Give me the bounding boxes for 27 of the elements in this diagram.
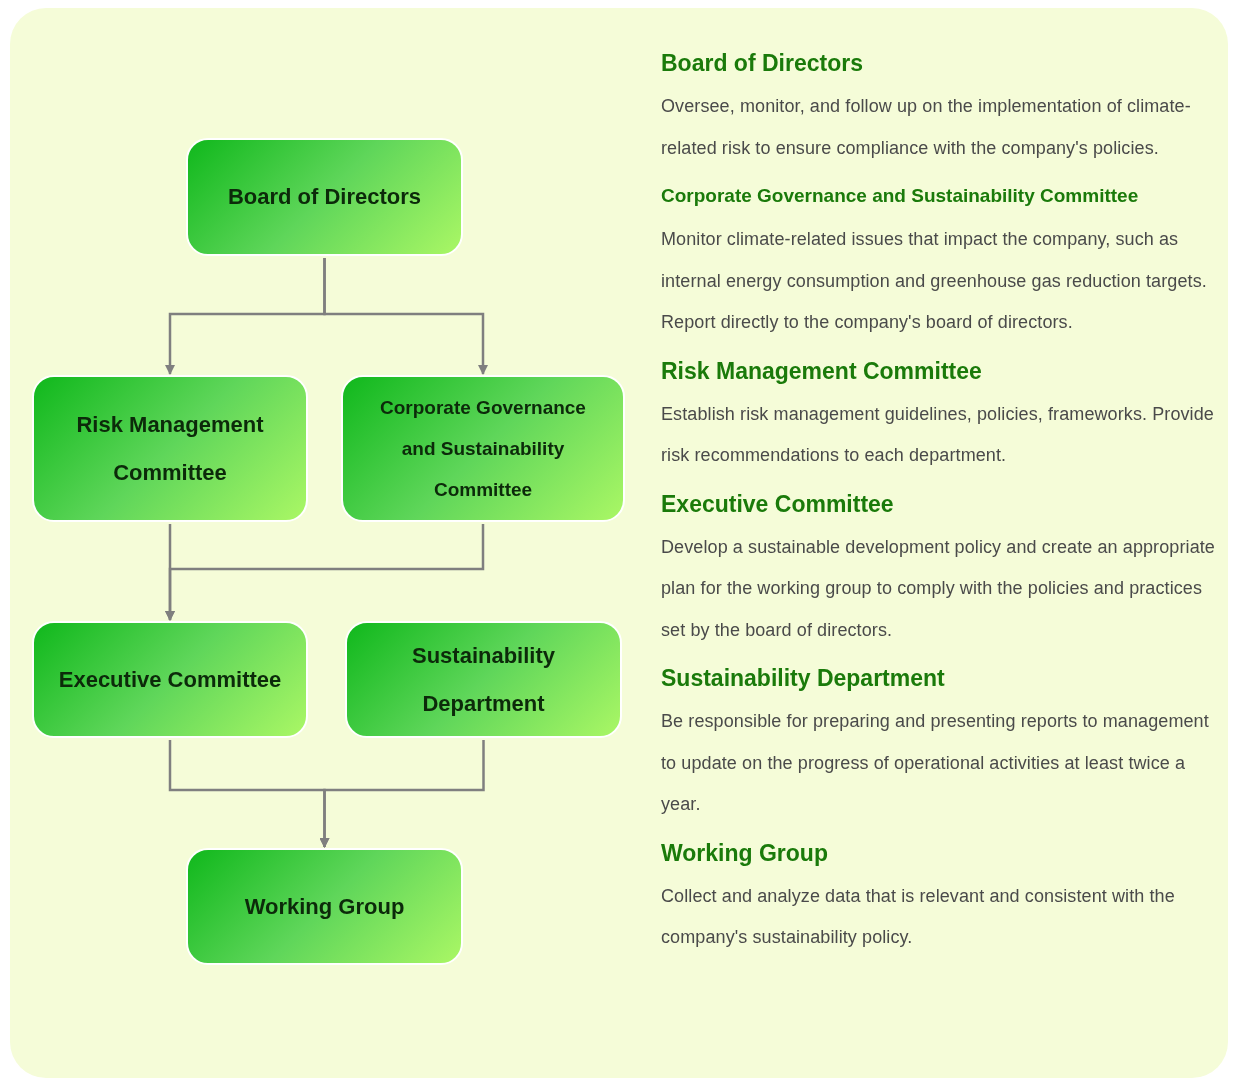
committee-box [32,621,308,738]
connector-arrow [165,524,485,621]
description-text: Collect and analyze data that is relevant and consistent with the company's sustainability policy. [661,884,1176,949]
committee-box [341,375,625,522]
section-heading: Board of Directors [661,49,864,78]
section-heading: Risk Management Committee [661,356,983,386]
description-text: Oversee, monitor, and follow up on the implementation of climate-related risk to ensure compliance with the company's policies. [661,95,1192,160]
section-heading: Working Group [661,838,829,868]
box-label: Corporate Governance and Sustainability Committee [379,396,587,502]
description-text: Be responsible for preparing and presenting reports to management to update on the progress of operational activities at least twice a year. [661,710,1210,816]
committee-box [186,848,463,965]
section-heading: Corporate Governance and Sustainability Committee [661,184,1140,208]
box-label: Board of Directors [227,183,422,211]
committee-box [32,375,308,522]
box-label: Working Group [244,892,405,921]
box-label: Sustainability Department [410,641,556,718]
box-label: Risk Management Committee [75,410,265,487]
description-text: Monitor climate-related issues that impact the company, such as internal energy consumption and greenhouse gas reduction targets. Report directly to the company's board of directors. [661,228,1208,334]
box-label: Executive Committee [58,665,282,694]
connector-arrow [323,258,488,375]
description-text: Establish risk management guidelines, policies, frameworks. Provide risk recommendations to each department. [661,402,1215,467]
description-text: Develop a sustainable development policy and create an appropriate plan for the working group to comply with the policies and practices set by the board of directors. [661,535,1216,642]
section-heading: Executive Committee [661,489,895,519]
section-heading: Sustainability Department [661,664,946,693]
committee-box [345,621,622,738]
committee-box [186,138,463,256]
connector-arrow [319,740,485,848]
